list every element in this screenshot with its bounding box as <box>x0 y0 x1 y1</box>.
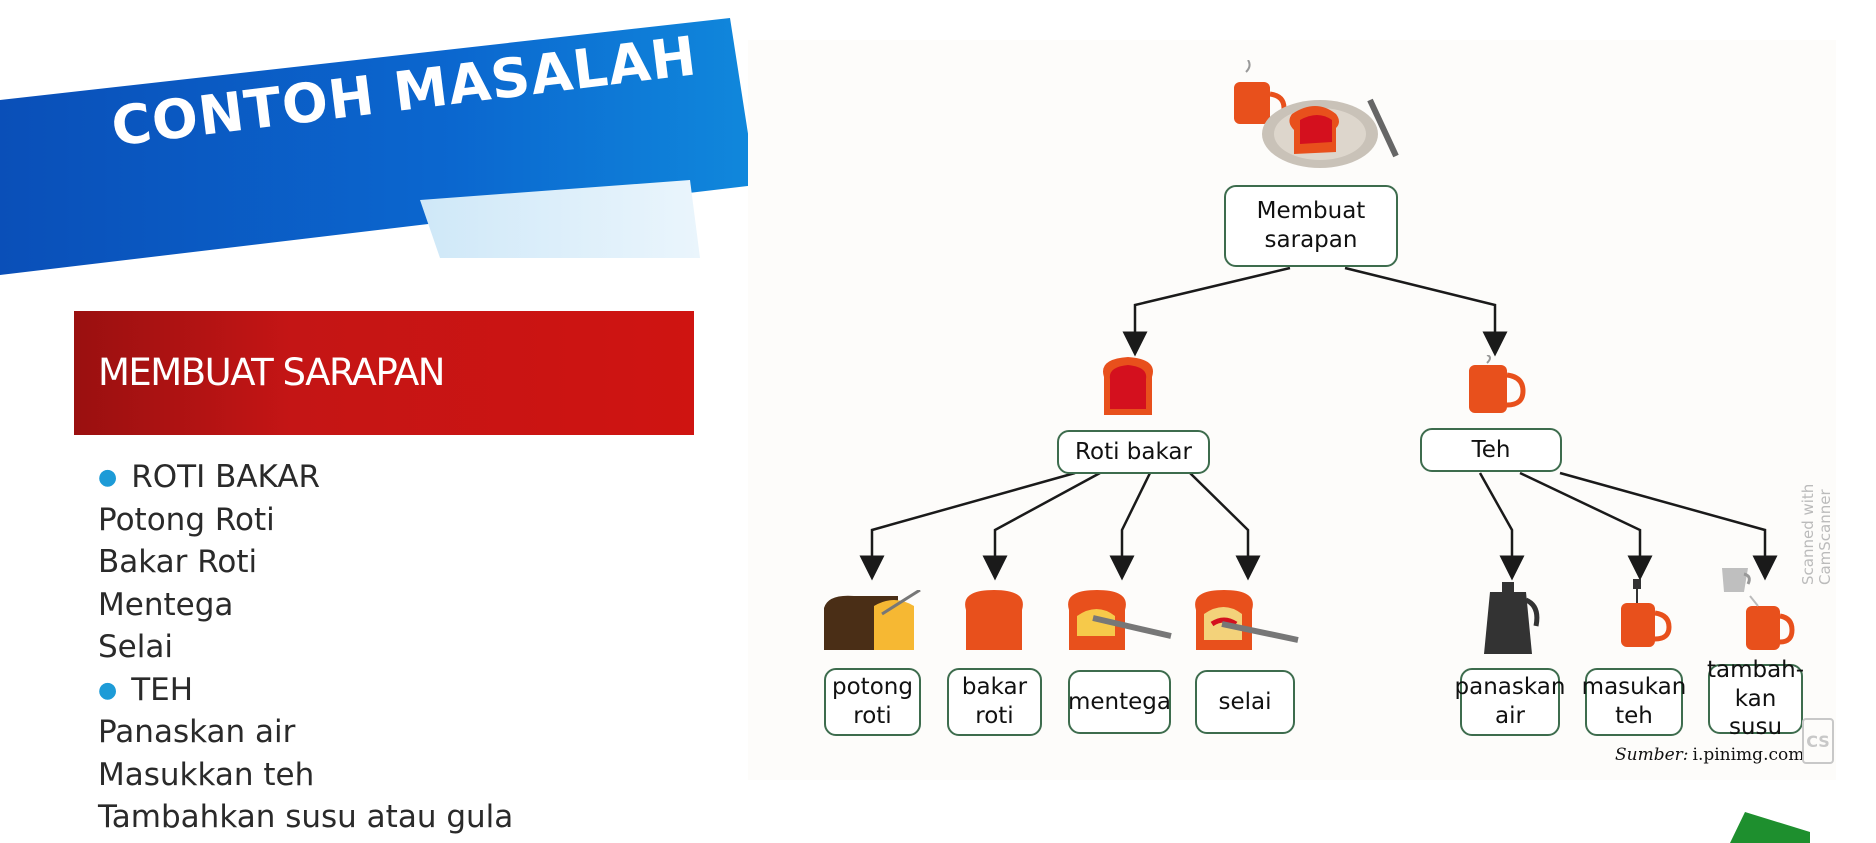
list-item: ●ROTI BAKAR <box>98 459 321 495</box>
leaf-node-selai: selai <box>1195 670 1295 734</box>
bullet-icon: ● <box>98 677 118 703</box>
butter-knife-icon <box>1068 590 1172 650</box>
list-item: Tambahkan susu atau gula <box>98 799 514 835</box>
branch-node-teh: Teh <box>1420 428 1562 472</box>
leaf-node-mentega: mentega <box>1068 670 1171 734</box>
leaf-node-tambahkan-susu: tambah-kan susu <box>1706 656 1805 741</box>
camscanner-logo: CS <box>1802 718 1834 764</box>
jam-knife-icon <box>1195 590 1299 650</box>
camscanner-watermark: Scanned with CamScanner <box>1799 483 1834 585</box>
list-item: Selai <box>98 629 173 665</box>
list-item: Bakar Roti <box>98 544 258 580</box>
list-item: Mentega <box>98 586 234 623</box>
tea-mug-icon <box>1469 355 1526 413</box>
banner-background <box>0 18 756 275</box>
branch-node-roti-bakar: Roti bakar <box>1057 430 1210 474</box>
kettle-icon <box>1484 582 1540 654</box>
milk-jug-icon <box>1722 568 1795 650</box>
corner-decoration <box>1730 812 1810 843</box>
section-title: MEMBUAT SARAPAN <box>98 351 445 394</box>
bread-loaf-icon <box>824 590 921 650</box>
list-item: Masukkan teh <box>98 756 315 793</box>
bullet-icon: ● <box>98 465 118 490</box>
list-item: ●TEH <box>98 671 194 708</box>
section-header: MEMBUAT SARAPAN <box>74 311 694 435</box>
breakfast-plate-icon <box>1234 60 1399 168</box>
list-item: Potong Roti <box>98 501 275 538</box>
list-item: Panaskan air <box>98 714 296 750</box>
source-caption: Sumber:i.pinimg.com <box>1615 745 1805 765</box>
steps-list: ●ROTI BAKAR Potong Roti Bakar Roti Mente… <box>98 456 513 839</box>
toast-icon <box>1103 357 1153 415</box>
toast-icon <box>965 590 1023 650</box>
title-banner: CONTOH MASALAH <box>0 0 760 290</box>
tea-mug-icon <box>1621 579 1672 647</box>
